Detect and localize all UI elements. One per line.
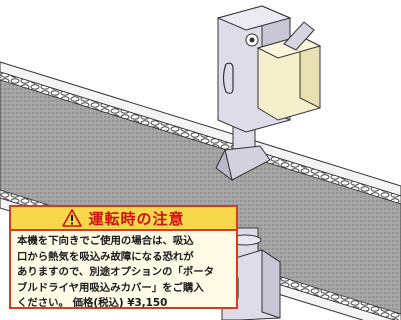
caution-line: ブルドライヤ用吸込みカバー」をご購入 — [17, 281, 204, 294]
price-line: ください。 価格(税込) ¥3,150 — [17, 296, 230, 312]
price-group: 価格(税込) ¥3,150 — [73, 297, 168, 309]
caution-line: 口から熱気を吸込み故障になる恐れが — [17, 250, 194, 263]
caution-header: 運転時の注意 — [11, 207, 236, 231]
caution-title: 運転時の注意 — [88, 209, 185, 228]
price-value: ¥3,150 — [127, 297, 168, 309]
caution-notice: 運転時の注意 本機を下向きでご使用の場合は、吸込 口から熱気を吸込み故障になる恐… — [9, 205, 238, 309]
price-label: 価格(税込) — [72, 297, 124, 309]
caution-body: 本機を下向きでご使用の場合は、吸込 口から熱気を吸込み故障になる恐れが あります… — [11, 231, 236, 312]
caution-line: ありますので、別途オプションの「ポータ — [17, 266, 215, 278]
warning-icon — [62, 209, 83, 227]
caution-line: 本機を下向きでご使用の場合は、吸込 — [17, 235, 194, 247]
caution-line-last: ください。 — [17, 297, 69, 309]
upper-dryer-unit — [216, 5, 322, 133]
